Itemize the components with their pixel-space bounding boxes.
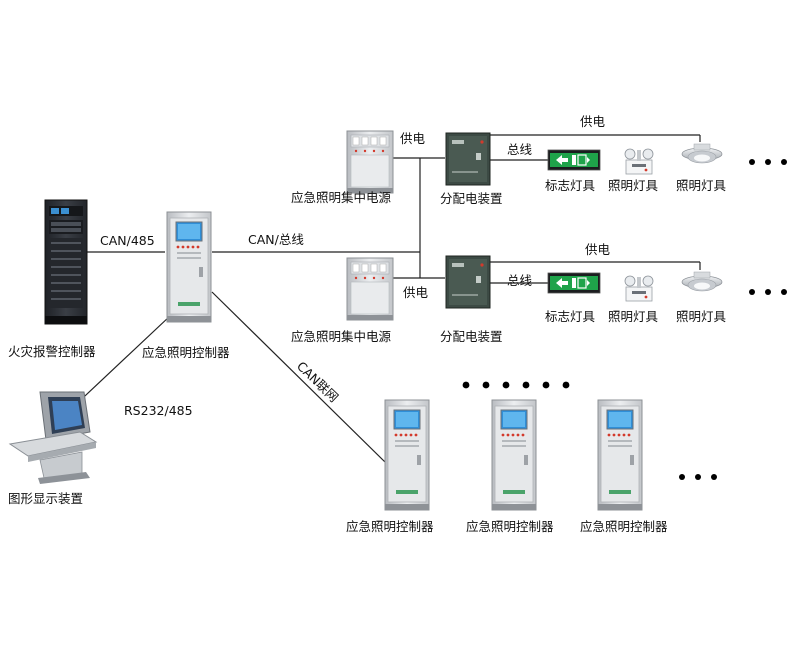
exit-sign-icon <box>547 149 601 171</box>
central-power-cabinet-top <box>346 130 394 194</box>
lighting-label-bottom-b: 照明灯具 <box>676 309 727 324</box>
continuation-dots-top <box>749 159 787 165</box>
distribution-label-bottom: 分配电装置 <box>440 329 503 344</box>
sub-controller-cabinet-3 <box>597 399 643 511</box>
fire-alarm-controller <box>44 199 88 325</box>
main-controller-cabinet <box>166 211 212 323</box>
graphic-display-label: 图形显示装置 <box>8 491 83 506</box>
downlight-icon <box>681 143 723 164</box>
central-power-cabinet-bottom <box>346 257 394 321</box>
continuation-dots-sub <box>679 474 717 480</box>
distribution-label-top: 分配电装置 <box>440 191 503 206</box>
sub-controller-label-2: 应急照明控制器 <box>466 519 554 534</box>
can-network-label: CAN联网 <box>294 358 342 405</box>
sign-lamp-label-bottom: 标志灯具 <box>545 309 596 324</box>
graphic-display-device <box>8 391 98 484</box>
bus-label-top: 总线 <box>507 142 533 157</box>
bus-label-bottom: 总线 <box>507 273 533 288</box>
exit-sign-icon <box>547 272 601 294</box>
continuation-dots-middle <box>749 289 787 295</box>
sub-controller-label-3: 应急照明控制器 <box>580 519 668 534</box>
sub-controller-cabinet-2 <box>491 399 537 511</box>
can-bus-label: CAN/总线 <box>248 232 304 247</box>
can485-label: CAN/485 <box>100 233 155 248</box>
continuation-dots-network <box>462 381 570 389</box>
central-power-label-top: 应急照明集中电源 <box>291 190 392 205</box>
power-supply-label-top: 供电 <box>400 131 426 146</box>
lighting-label-top-b: 照明灯具 <box>676 178 727 193</box>
downlight-icon <box>681 271 723 292</box>
sign-lamp-label-top: 标志灯具 <box>545 178 596 193</box>
main-controller-label: 应急照明控制器 <box>142 345 230 360</box>
power-supply-label-branch-bottom: 供电 <box>585 242 611 257</box>
power-supply-label-bottom: 供电 <box>403 285 429 300</box>
sub-controller-label-1: 应急照明控制器 <box>346 519 434 534</box>
central-power-label-bottom: 应急照明集中电源 <box>291 329 392 344</box>
lighting-label-top-a: 照明灯具 <box>608 178 659 193</box>
power-supply-label-branch-top: 供电 <box>580 114 606 129</box>
twin-emergency-light-icon <box>624 148 654 175</box>
twin-emergency-light-icon <box>624 275 654 302</box>
fire-alarm-controller-label: 火灾报警控制器 <box>8 344 96 359</box>
lighting-label-bottom-a: 照明灯具 <box>608 309 659 324</box>
distribution-box-top <box>445 132 491 186</box>
sub-controller-cabinet-1 <box>384 399 430 511</box>
connection-lines <box>69 134 701 463</box>
distribution-box-bottom <box>445 255 491 309</box>
rs232-label: RS232/485 <box>124 403 193 418</box>
